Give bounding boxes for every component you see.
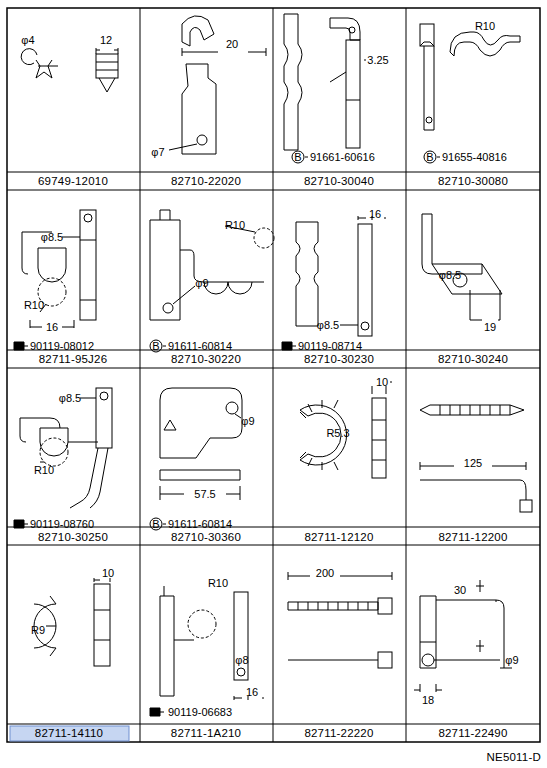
part-number: 82711-95J26 (39, 353, 108, 365)
dimension-label: φ8.5 (41, 231, 63, 243)
dimension-label: 3.25 (367, 54, 388, 66)
dimension-label: 90119-08012 (30, 340, 94, 352)
dimension-label: 16 (369, 208, 381, 220)
part-number: 82711-22220 (304, 727, 373, 739)
dimension-label: 91611-60814 (168, 340, 232, 352)
dimension-label: 90119-08714 (298, 340, 362, 352)
dimension-label: φ8 (235, 654, 248, 666)
dimension-label: φ7 (151, 146, 164, 158)
dimension-label: 57.5 (194, 488, 215, 500)
dimension-label: B (294, 151, 301, 163)
part-number: 82710-30230 (304, 353, 374, 365)
dimension-label: 16 (246, 686, 258, 698)
dimension-label: B (152, 340, 159, 352)
dimension-label: 20 (226, 38, 238, 50)
dimension-label: 91611-60814 (168, 518, 232, 530)
dimension-label: 200 (316, 567, 334, 579)
part-number: 82711-14110 (35, 727, 103, 739)
dimension-label: φ9 (241, 415, 254, 427)
dimension-label: R10 (475, 20, 495, 32)
dimension-label: 19 (484, 321, 496, 333)
part-number: 82710-30040 (304, 175, 374, 187)
dimension-label: R10 (225, 219, 245, 231)
dimension-label: 91661-60616 (310, 151, 375, 163)
dimension-label: R10 (208, 577, 228, 589)
part-number: 69749-12010 (38, 175, 108, 187)
dimension-label: 30 (454, 584, 466, 596)
dimension-label: 10 (102, 567, 114, 579)
dimension-label: φ9 (195, 277, 208, 289)
dimension-label: R5.3 (326, 427, 349, 439)
part-number: 82710-30220 (171, 353, 241, 365)
dimension-label: φ9 (505, 654, 518, 666)
dimension-label: R9 (31, 624, 45, 636)
part-number: 82711-22490 (438, 727, 507, 739)
dimension-label: φ4 (21, 34, 34, 46)
dimension-label: φ8.5 (59, 392, 81, 404)
dimension-label: B (426, 151, 433, 163)
part-number: NE5011-D (487, 751, 541, 763)
part-number: 82710-30360 (171, 531, 241, 543)
dimension-label: 10 (376, 376, 388, 388)
dimension-label: R10 (34, 464, 54, 476)
dimension-label: 16 (46, 321, 58, 333)
part-number: 82711-12120 (304, 531, 373, 543)
dimension-label: 12 (100, 34, 112, 46)
part-number: 82711-1A210 (171, 727, 241, 739)
part-number: 82711-12200 (438, 531, 507, 543)
dimension-label: 90119-08760 (30, 518, 94, 530)
dimension-label: 90119-06683 (168, 706, 232, 718)
dimension-label: 18 (422, 694, 434, 706)
part-number: 82710-30240 (438, 353, 508, 365)
part-number: 82710-30250 (38, 531, 108, 543)
dimension-label: 91655-40816 (442, 151, 507, 163)
dimension-label: R10 (24, 299, 44, 311)
dimension-label: B (152, 518, 159, 530)
dimension-label: 125 (464, 457, 482, 469)
dimension-label: φ8.5 (317, 319, 339, 331)
part-number: 82710-30080 (438, 175, 508, 187)
dimension-label: φ8.5 (439, 269, 461, 281)
part-number: 82710-22020 (171, 175, 241, 187)
